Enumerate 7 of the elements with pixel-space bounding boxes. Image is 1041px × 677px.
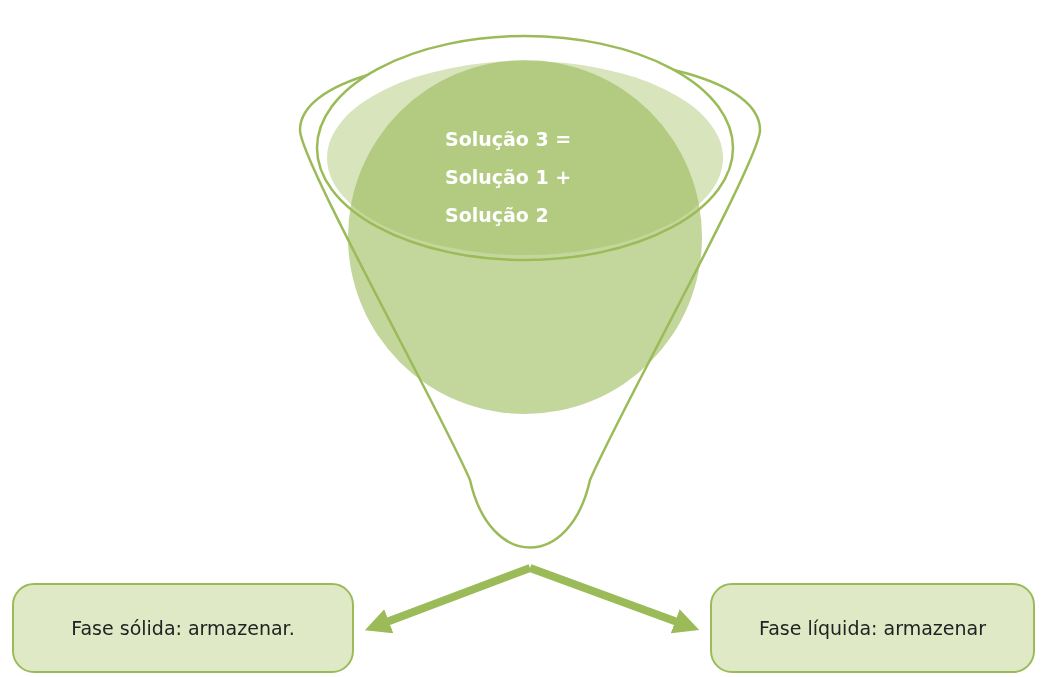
node-text: Fase líquida: armazenar [759, 617, 986, 639]
process-box [710, 583, 1035, 673]
node-text: Solução 3 = Solução 1 + Solução 2 [445, 127, 573, 228]
process-box [12, 583, 354, 673]
arrow [364, 564, 532, 634]
node-text: Fase sólida: armazenar. [71, 617, 295, 639]
arrow [528, 564, 700, 634]
